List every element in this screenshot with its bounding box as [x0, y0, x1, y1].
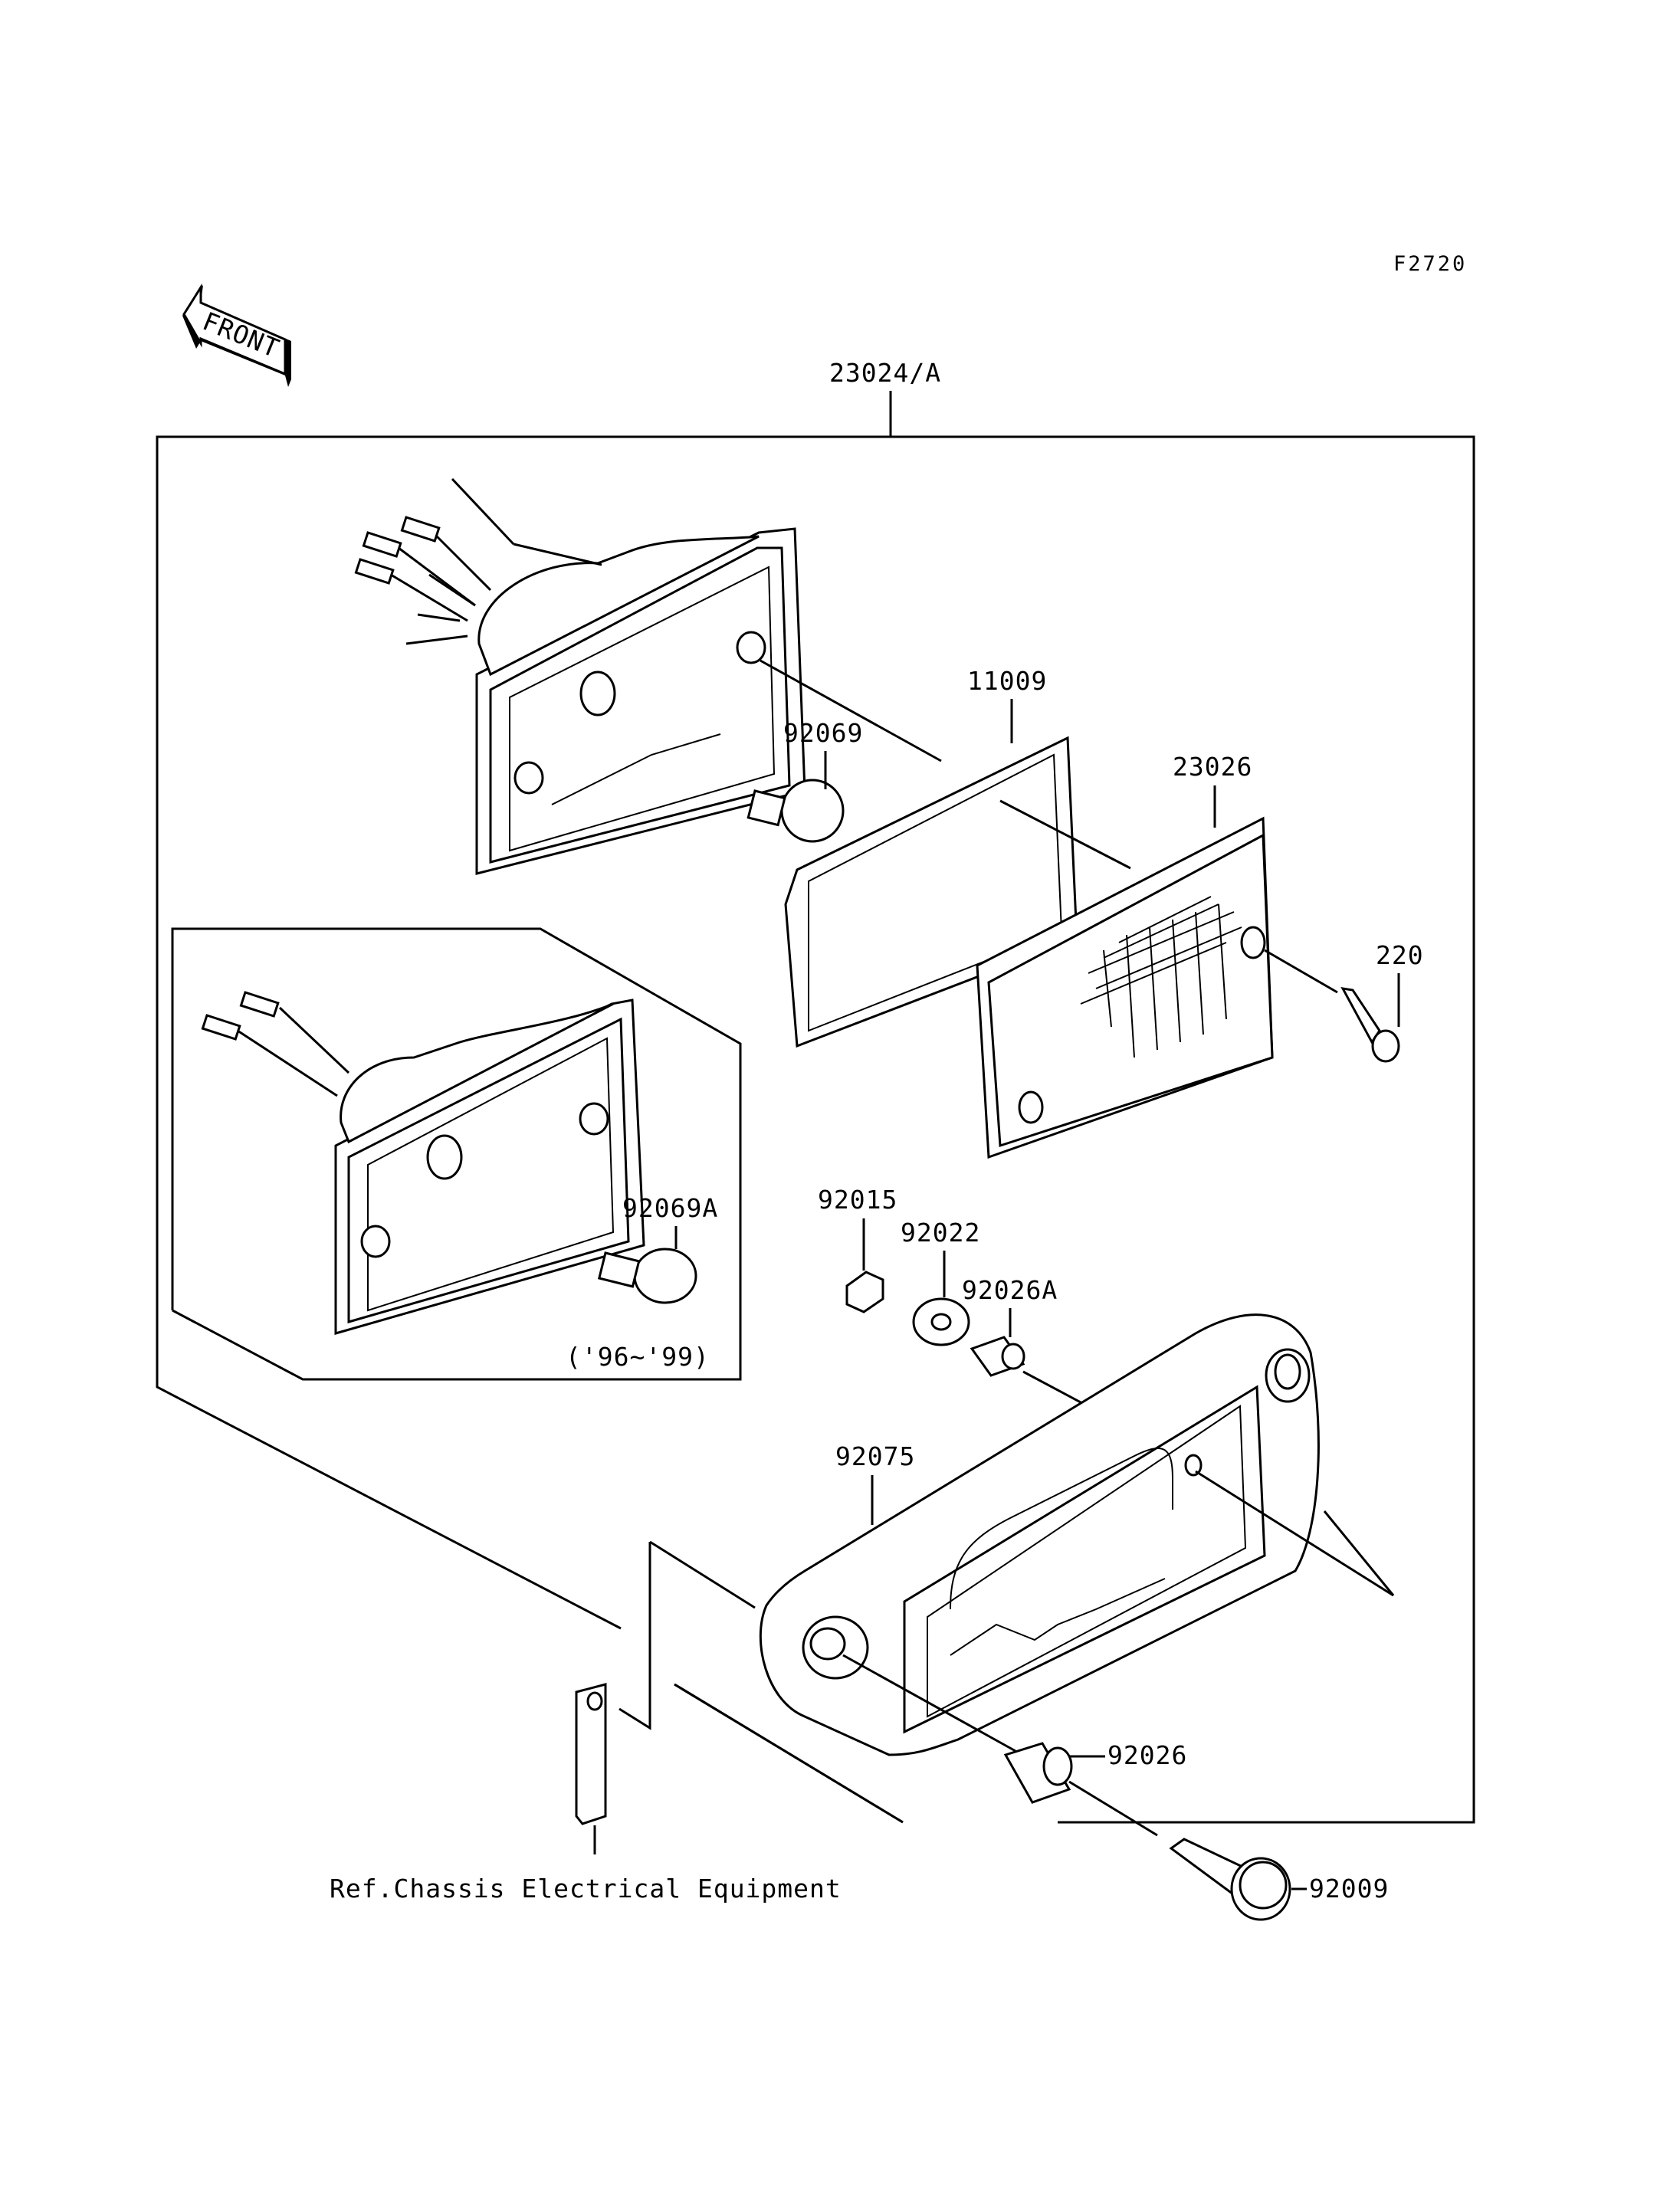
part-label-92015: 92015 — [818, 1185, 897, 1215]
part-label-23026: 23026 — [1173, 752, 1252, 782]
part-label-92075: 92075 — [835, 1441, 915, 1471]
variant-inset-box — [171, 927, 742, 1381]
bracket-to-connector-leader — [619, 1542, 651, 1730]
housing-leader-a — [451, 477, 515, 546]
lamp-housing-variant — [201, 991, 645, 1335]
housing-leader-b — [513, 543, 602, 566]
part-label-92026a: 92026A — [962, 1275, 1058, 1305]
front-arrow-icon: FRONT — [182, 283, 291, 387]
part-label-11009: 11009 — [967, 666, 1047, 696]
bulb-92069a — [597, 1248, 697, 1304]
reference-note: Ref.Chassis Electrical Equipment — [330, 1874, 842, 1904]
bracket-92075 — [759, 1313, 1320, 1756]
housing-to-gasket-leader — [760, 659, 942, 762]
bracket-leader-b — [1323, 1510, 1395, 1596]
variant-years-note: ('96~'99) — [566, 1342, 710, 1372]
bracket-leader-c — [649, 1540, 756, 1609]
part-label-92022: 92022 — [901, 1218, 980, 1248]
bolt-92009 — [1169, 1838, 1291, 1921]
screw-220 — [1340, 987, 1400, 1063]
gasket-to-lens-leader — [999, 799, 1131, 870]
lens-23026 — [976, 816, 1274, 1159]
bracket-leader-a — [1195, 1470, 1394, 1597]
assembly-label: 23024/A — [829, 358, 941, 388]
part-label-92069a: 92069A — [622, 1193, 718, 1223]
assembly-frame — [156, 435, 1475, 1824]
collar-to-bolt-leader — [1068, 1780, 1158, 1837]
bulb-92069 — [746, 779, 845, 843]
collar-92026a — [970, 1336, 1025, 1377]
connector-ref — [575, 1683, 607, 1825]
collar-92026 — [1003, 1742, 1073, 1804]
lamp-housing-main — [354, 516, 806, 875]
part-label-220: 220 — [1376, 940, 1424, 970]
washer-92022 — [912, 1297, 970, 1346]
nut-92015 — [845, 1271, 884, 1313]
figure-code: F2720 — [1393, 252, 1467, 276]
bracket-to-collar-leader — [842, 1654, 1016, 1753]
part-label-92026: 92026 — [1107, 1740, 1187, 1770]
part-label-92009: 92009 — [1309, 1874, 1389, 1904]
lens-to-screw-leader — [1264, 949, 1338, 994]
part-label-92069: 92069 — [783, 718, 863, 748]
